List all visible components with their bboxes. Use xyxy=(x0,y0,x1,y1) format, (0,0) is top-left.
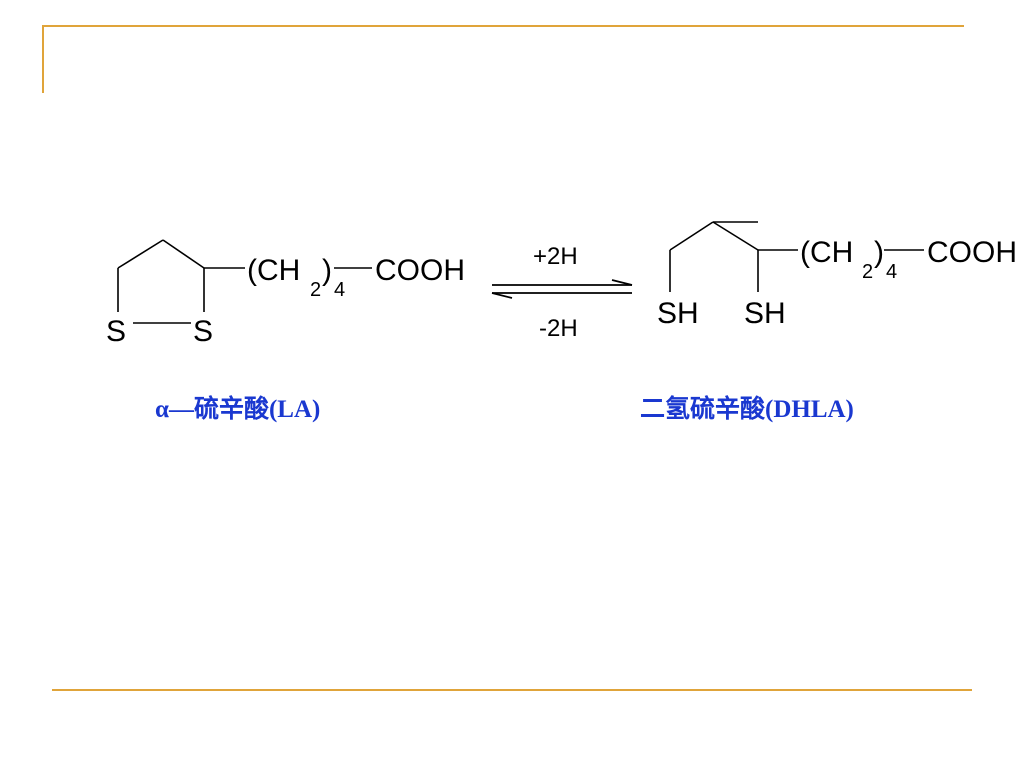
product-bonds xyxy=(669,221,924,292)
reactant-terminal-group: COOH xyxy=(375,254,465,287)
product-chain-count: 4 xyxy=(886,261,897,283)
forward-arrow-barb xyxy=(611,279,633,286)
reactant-chain-open: (CH xyxy=(247,254,300,287)
product-chain-open: (CH xyxy=(800,236,853,269)
reactant-chain-close: ) xyxy=(322,254,332,287)
reactant-caption: α—硫辛酸(LA) xyxy=(155,396,321,423)
frame-left-line xyxy=(42,25,44,93)
product-backbone xyxy=(712,221,759,251)
product-thiol-left: SH xyxy=(657,297,699,330)
product-caption: 二氢硫辛酸(DHLA) xyxy=(640,396,854,423)
product-structure: SH SH (CH 2 ) 4 COOH xyxy=(657,221,1017,330)
bond-c2-c3 xyxy=(162,239,205,269)
forward-condition: +2H xyxy=(533,243,578,270)
reactant-ring-atom-right: S xyxy=(193,315,213,348)
reactant-ring-bonds xyxy=(117,239,372,324)
reactant-ring-atom-left: S xyxy=(106,315,126,348)
reactant-structure: S S (CH 2 ) 4 COOH xyxy=(106,239,465,348)
reactant-chain-count: 4 xyxy=(334,279,345,301)
product-chain-close: ) xyxy=(874,236,884,269)
frame-bottom-line xyxy=(52,689,972,691)
bond-c2-ch xyxy=(712,221,759,251)
reactant-chain-sub: 2 xyxy=(310,279,321,301)
product-terminal-group: COOH xyxy=(927,236,1017,269)
reverse-condition: -2H xyxy=(539,315,578,342)
equilibrium-arrows: +2H -2H xyxy=(491,243,633,342)
product-thiol-right: SH xyxy=(744,297,786,330)
bond-c1-c2 xyxy=(117,239,164,269)
reverse-arrow-barb xyxy=(491,292,513,299)
product-chain-sub: 2 xyxy=(862,261,873,283)
bond-c1-c2 xyxy=(669,221,714,251)
frame-top-line xyxy=(42,25,964,27)
